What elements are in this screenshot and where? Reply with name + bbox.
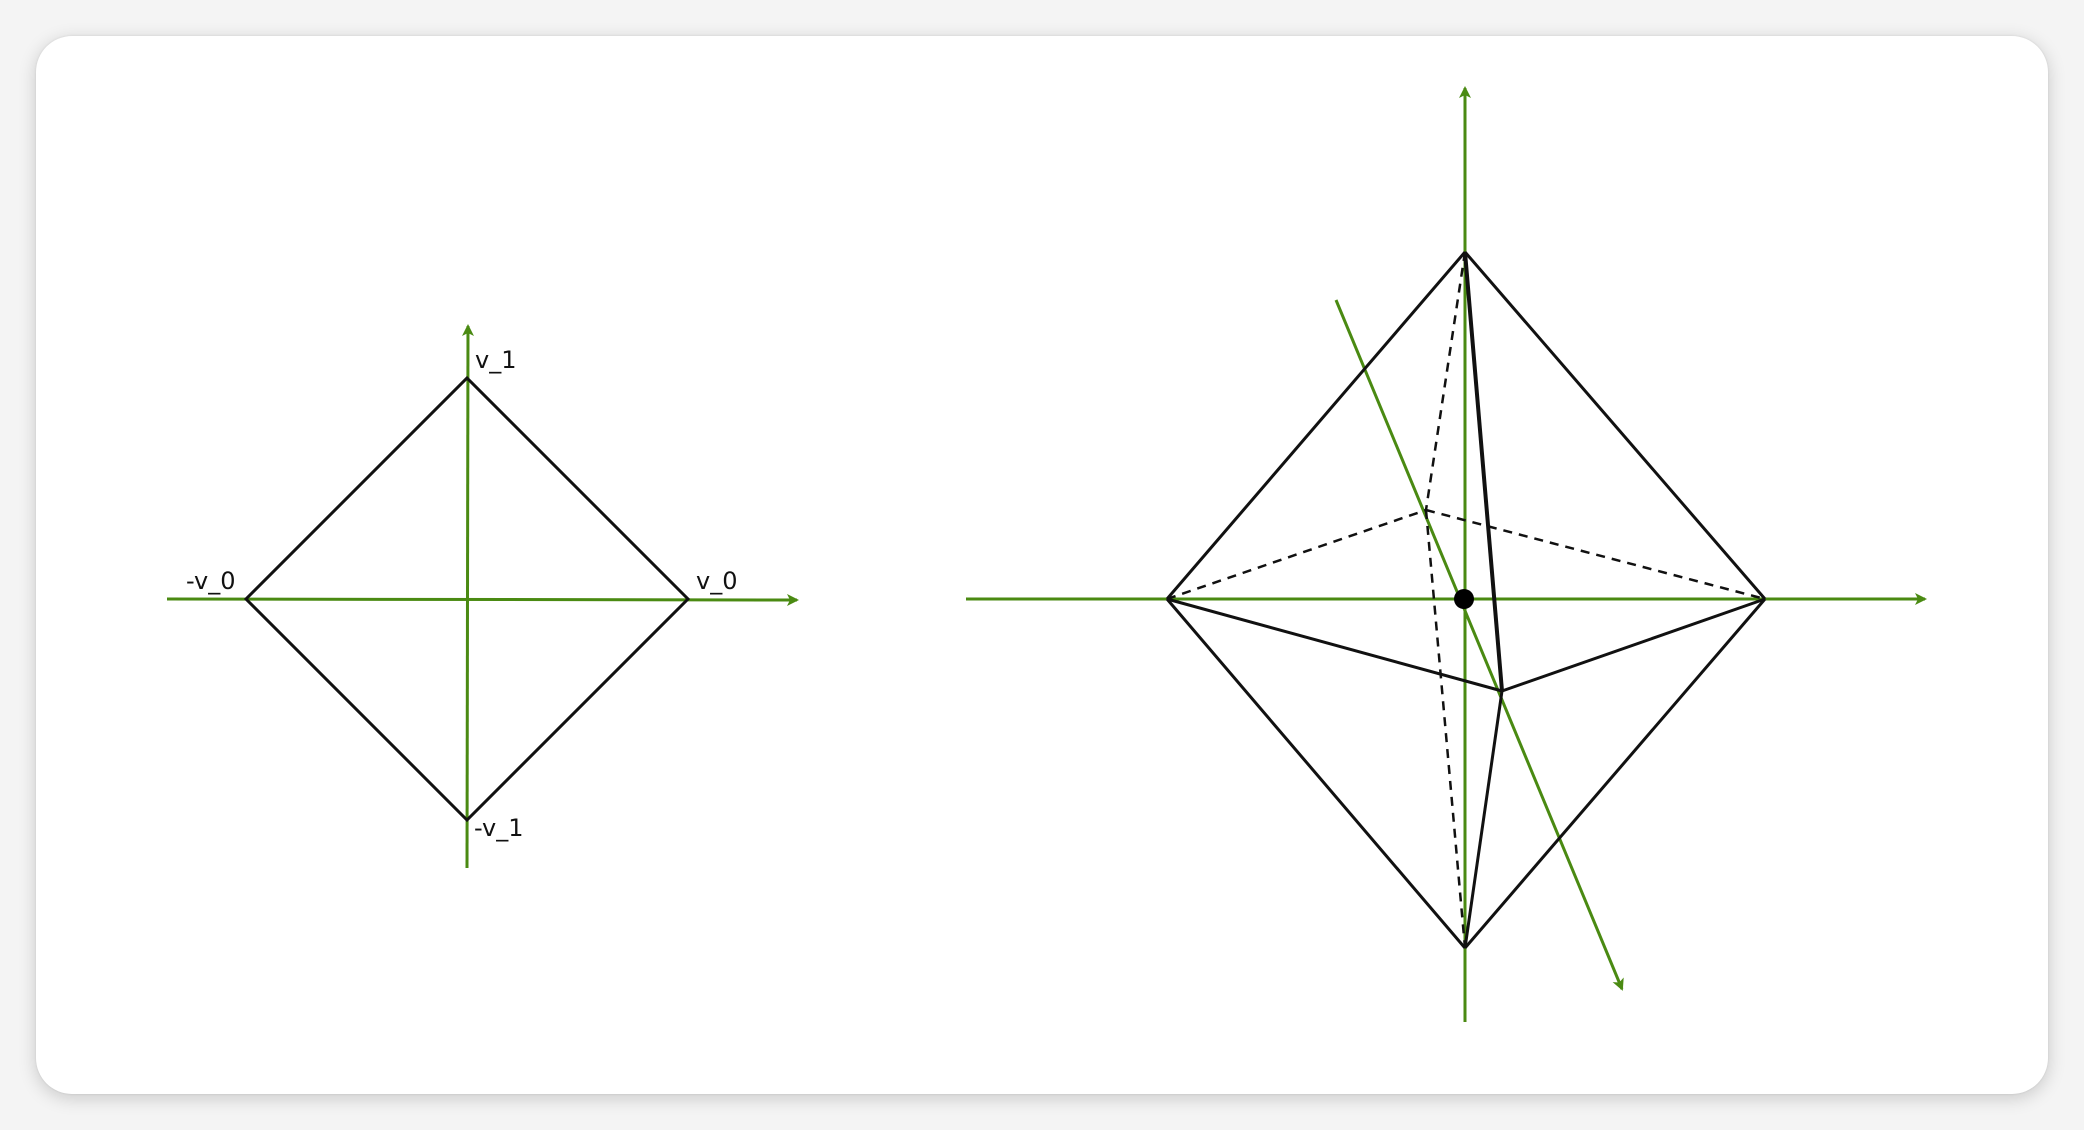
- depth-axis-3d: [1334, 299, 1624, 991]
- diagram-3d: [966, 86, 1927, 1022]
- label-neg-v0: -v_0: [186, 567, 236, 595]
- visible-edges: [1165, 251, 1767, 949]
- diamond-2d: [243, 375, 691, 823]
- label-v1: v_1: [475, 346, 516, 374]
- diagram-card: v_1 v_0 -v_0 -v_1: [36, 36, 2048, 1094]
- origin-point: [1454, 589, 1474, 609]
- diagram-2d: v_1 v_0 -v_0 -v_1: [166, 324, 799, 869]
- hidden-edges: [1166, 251, 1766, 949]
- label-neg-v1: -v_1: [474, 814, 524, 842]
- y-axis-2d: [461, 324, 474, 869]
- diagram-canvas: v_1 v_0 -v_0 -v_1: [166, 86, 1927, 1022]
- label-v0: v_0: [696, 567, 737, 595]
- x-axis-2d: [166, 593, 799, 606]
